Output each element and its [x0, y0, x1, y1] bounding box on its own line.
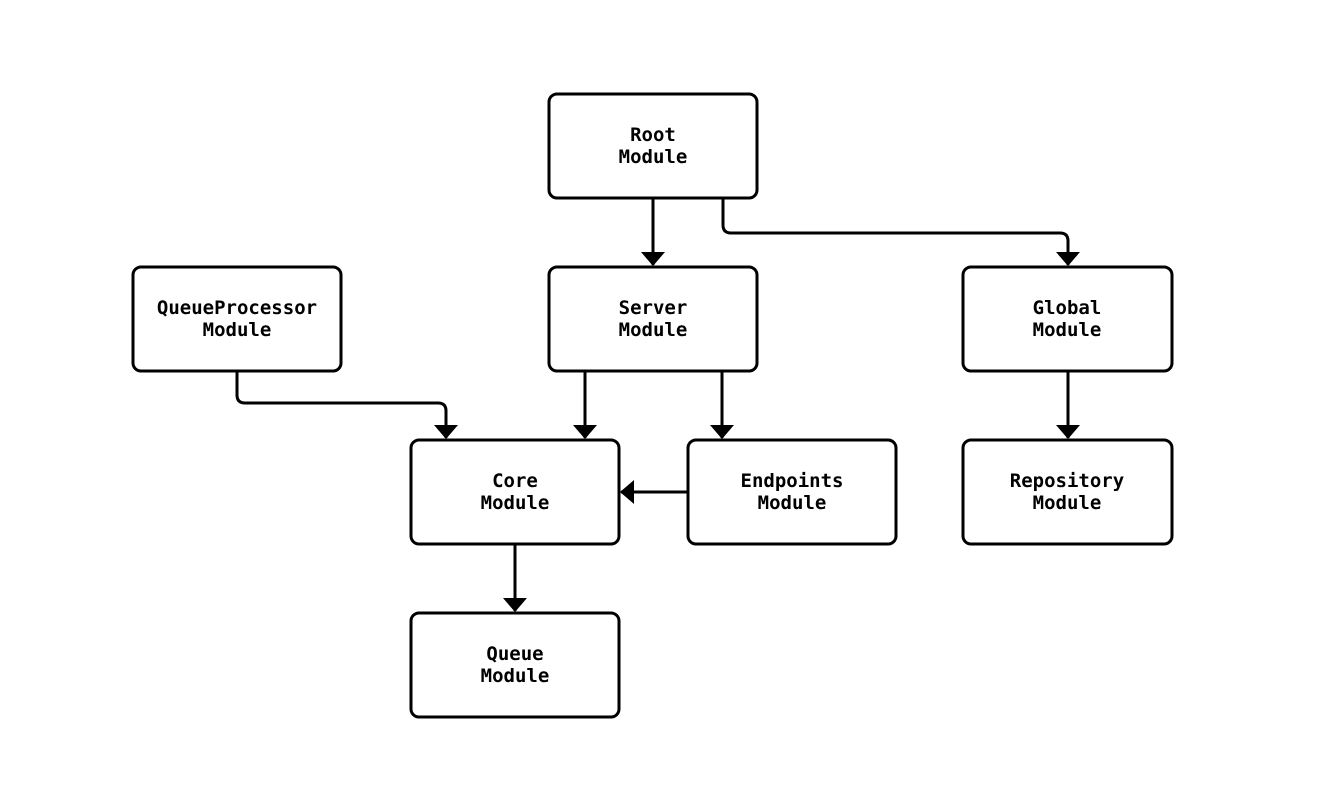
- node-core-label-line1: Core: [492, 470, 538, 492]
- node-server-box: [547, 265, 759, 373]
- node-endpoints-label-line2: Module: [758, 492, 827, 514]
- node-root-box: [547, 92, 759, 200]
- node-queueprocessor-box: [131, 265, 343, 373]
- node-global-module: Global Module: [961, 265, 1174, 373]
- node-global-label-line2: Module: [1033, 319, 1102, 341]
- node-core-label-line2: Module: [481, 492, 550, 514]
- node-queueprocessor-module: QueueProcessor Module: [131, 265, 343, 373]
- node-queue-label-line2: Module: [481, 665, 550, 687]
- node-core-module: Core Module: [409, 438, 621, 546]
- node-queueprocessor-label-line1: QueueProcessor: [157, 297, 317, 319]
- node-server-label-line1: Server: [619, 297, 688, 319]
- node-endpoints-box: [686, 438, 898, 546]
- node-root-label-line1: Root: [630, 124, 676, 146]
- node-root-label-line2: Module: [619, 146, 688, 168]
- node-endpoints-label-line1: Endpoints: [741, 470, 844, 492]
- edge-queueprocessor-to-core: [235, 371, 458, 439]
- node-server-module: Server Module: [547, 265, 759, 373]
- edge-root-to-global: [721, 198, 1080, 266]
- node-repository-label-line1: Repository: [1010, 470, 1124, 492]
- node-global-box: [961, 265, 1174, 373]
- node-queue-label-line1: Queue: [486, 643, 543, 665]
- node-root-module: Root Module: [547, 92, 759, 200]
- node-server-label-line2: Module: [619, 319, 688, 341]
- node-endpoints-module: Endpoints Module: [686, 438, 898, 546]
- node-queue-module: Queue Module: [409, 611, 621, 719]
- node-repository-label-line2: Module: [1033, 492, 1102, 514]
- node-repository-box: [961, 438, 1174, 546]
- node-queue-box: [409, 611, 621, 719]
- node-queueprocessor-label-line2: Module: [203, 319, 272, 341]
- node-core-box: [409, 438, 621, 546]
- node-global-label-line1: Global: [1033, 297, 1102, 319]
- node-repository-module: Repository Module: [961, 438, 1174, 546]
